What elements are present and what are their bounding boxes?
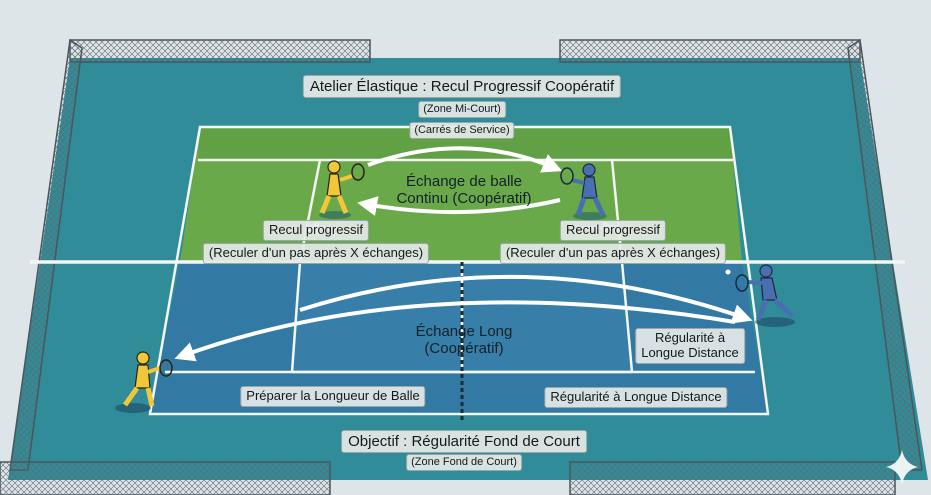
exchange-mid-line1: Échange de balle: [406, 173, 522, 190]
retreat-left-group: Recul progressif (Reculer d'un pas après…: [202, 220, 430, 266]
fence-front-right: [569, 461, 896, 495]
exchange-mid-line2: Continu (Coopératif): [396, 190, 532, 208]
service-squares-label: (Carrés de Service): [409, 122, 515, 139]
arrow-mid-bottom: [357, 196, 561, 216]
regularity-bottom-label: Régularité à Longue Distance: [544, 387, 728, 408]
far-service-zone: [198, 127, 733, 160]
player-blue-near-icon: [725, 264, 795, 327]
fence-front-left: [0, 461, 331, 495]
regularity-box-line1: Régularité à: [654, 330, 726, 345]
retreat-left-title: Recul progressif: [263, 220, 369, 241]
retreat-right-title: Recul progressif: [560, 220, 666, 241]
prepare-length-label: Préparer la Longueur de Balle: [240, 386, 426, 407]
diagram-title: Atelier Élastique : Recul Progressif Coo…: [302, 75, 622, 99]
arrow-mid-top: [367, 146, 563, 173]
fence-back-left: [69, 39, 371, 63]
zone-back-label: (Zone Fond de Court): [406, 454, 522, 471]
exchange-mid-label: Échange de balle Continu (Coopératif): [396, 173, 531, 208]
player-yellow-far-icon: [319, 160, 365, 219]
objective-label: Objectif : Régularité Fond de Court: [341, 430, 587, 454]
exchange-long-label: Échange Long (Coopératif): [416, 323, 513, 358]
exchange-long-line1: Échange Long: [415, 323, 513, 340]
arrow-long-left: [174, 300, 736, 362]
retreat-right-detail: (Reculer d'un pas après X échanges): [499, 242, 727, 264]
retreat-left-detail: (Reculer d'un pas après X échanges): [202, 242, 430, 264]
fence-back-right: [559, 39, 861, 63]
zone-mid-label: (Zone Mi-Court): [418, 101, 506, 118]
sparkle-icon: [886, 450, 918, 484]
regularity-box-line2: Longue Distance: [641, 344, 739, 360]
retreat-right-group: Recul progressif (Reculer d'un pas après…: [499, 220, 727, 266]
player-blue-far-icon: [560, 163, 607, 220]
exchange-long-line2: (Coopératif): [424, 340, 504, 358]
regularity-box: Régularité à Longue Distance: [635, 328, 745, 364]
player-yellow-near-icon: [115, 351, 173, 413]
arrow-long-right: [299, 274, 753, 324]
